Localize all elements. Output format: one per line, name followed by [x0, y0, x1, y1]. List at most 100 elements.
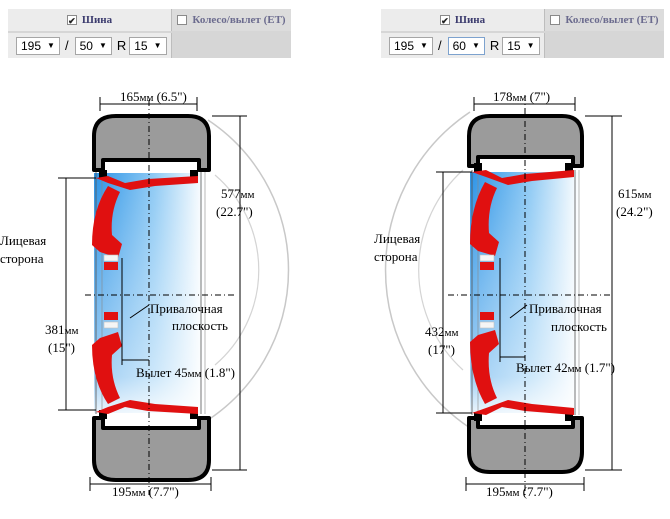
right-tab-wheel[interactable]: Колесо/вылет (ET) [545, 9, 664, 31]
chevron-down-icon: ▼ [47, 41, 55, 50]
right-tire-top [467, 114, 584, 168]
right-bead [565, 163, 573, 172]
left-tab-tire[interactable]: ✔ Шина [8, 9, 172, 31]
left-wheel-checkbox[interactable] [177, 15, 188, 25]
left-tire-panel: ✔ Шина Колесо/вылет (ET) 195 ▼ / 50 ▼ R … [8, 9, 291, 58]
chevron-down-icon: ▼ [98, 41, 107, 50]
left-hub [104, 312, 118, 320]
right-diameter-label: 615мм [618, 186, 651, 201]
right-tab-wheel-label: Колесо/вылет (ET) [565, 14, 659, 26]
left-rim-top [96, 176, 198, 190]
left-width-value: 195 [21, 38, 42, 53]
right-tabs: ✔ Шина Колесо/вылет (ET) [381, 9, 664, 32]
right-tire-panel: ✔ Шина Колесо/вылет (ET) 195 ▼ / 60 ▼ R … [381, 9, 664, 58]
right-profile-select[interactable]: 60 ▼ [447, 36, 485, 55]
right-face-label-2: сторона [374, 249, 418, 264]
left-top-width-label: 165мм (6.5") [120, 89, 187, 104]
left-hub [103, 321, 119, 329]
right-mount-label-2: плоскость [551, 319, 607, 334]
right-hub [479, 254, 495, 262]
right-size-row: 195 ▼ / 60 ▼ R 15 ▼ [381, 33, 545, 58]
left-rim-bottom [96, 400, 198, 414]
left-tire-bottom [92, 416, 211, 482]
left-bottom-width-label: 195мм (7.7") [112, 484, 179, 499]
chevron-down-icon: ▼ [526, 41, 535, 50]
left-mount-label-1: Привалочная [150, 301, 223, 316]
left-bead [190, 170, 198, 179]
right-hub [480, 312, 494, 320]
right-face-label-1: Лицевая [374, 231, 420, 246]
left-slash: / [64, 38, 69, 53]
left-hub [104, 262, 118, 270]
right-bead [565, 412, 573, 421]
right-rim-diam-in-label: (17") [428, 342, 455, 357]
right-rim-value: 15 [507, 38, 521, 53]
right-mount-label-1: Привалочная [529, 301, 602, 316]
right-hub [480, 262, 494, 270]
left-mount-pointer [129, 304, 150, 319]
right-tab-tire[interactable]: ✔ Шина [381, 9, 545, 31]
left-face-label-1: Лицевая [0, 233, 46, 248]
left-tab-wheel[interactable]: Колесо/вылет (ET) [172, 9, 291, 31]
left-tab-tire-label: Шина [81, 14, 113, 26]
right-width-select[interactable]: 195 ▼ [389, 36, 433, 55]
chevron-down-icon: ▼ [471, 41, 480, 50]
right-wheel-checkbox[interactable] [550, 15, 561, 25]
left-dimensions [58, 97, 247, 491]
right-rim-outline-arc [418, 169, 464, 371]
right-rim-bottom [472, 400, 574, 415]
left-width-select[interactable]: 195 ▼ [16, 36, 60, 55]
left-rim-diam-label: 381мм [45, 322, 78, 337]
right-diameter-in-label: (24.2") [616, 204, 653, 219]
right-slash: / [437, 38, 442, 53]
left-offset-label: Вылет 45мм (1.8") [136, 365, 235, 380]
right-rim-spoke-top [470, 182, 499, 256]
right-rim-spoke-bottom [470, 330, 499, 404]
right-mount-pointer [509, 304, 528, 319]
left-profile-select[interactable]: 50 ▼ [74, 36, 112, 55]
left-tire-top [92, 114, 211, 172]
left-bead [190, 410, 198, 419]
left-tire-checkbox[interactable]: ✔ [66, 15, 77, 26]
left-rim-outline-arc [214, 174, 260, 366]
left-bead [99, 410, 107, 419]
chevron-down-icon: ▼ [420, 41, 428, 50]
right-tire-outline-arc [384, 111, 471, 429]
right-hub [479, 321, 495, 329]
chevron-down-icon: ▼ [153, 41, 162, 50]
right-tab-tire-label: Шина [454, 14, 486, 26]
right-wheel [448, 95, 610, 495]
left-face-label-2: сторона [0, 251, 44, 266]
left-wheel [85, 100, 235, 495]
left-diameter-label: 577мм [221, 186, 254, 201]
right-bead [474, 163, 482, 172]
left-size-row: 195 ▼ / 50 ▼ R 15 ▼ [8, 33, 172, 58]
left-tire-outline-arc [207, 119, 290, 421]
left-rim-value: 15 [134, 38, 148, 53]
right-bottom-width-label: 195мм (7.7") [486, 484, 553, 499]
left-hub [103, 254, 119, 262]
right-bead [474, 412, 482, 421]
right-top-width-label: 178мм (7") [493, 89, 550, 104]
left-mount-label-2: плоскость [172, 318, 228, 333]
left-rim-diam-in-label: (15") [48, 340, 75, 355]
left-rim-select[interactable]: 15 ▼ [129, 36, 167, 55]
left-rim-spoke-top [92, 186, 122, 258]
left-r-label: R [116, 38, 127, 53]
left-rim-spoke-bottom [92, 332, 122, 404]
right-tire-checkbox[interactable]: ✔ [439, 15, 450, 26]
right-rim-top [472, 170, 574, 185]
right-width-value: 195 [394, 38, 415, 53]
left-bead [99, 170, 107, 179]
left-tab-wheel-label: Колесо/вылет (ET) [192, 14, 286, 26]
right-rim-diam-label: 432мм [425, 324, 458, 339]
right-rim-select[interactable]: 15 ▼ [502, 36, 540, 55]
right-tire-bottom [467, 416, 584, 474]
right-offset-label: Вылет 42мм (1.7") [516, 360, 615, 375]
left-diameter-in-label: (22.7") [216, 204, 253, 219]
left-tabs: ✔ Шина Колесо/вылет (ET) [8, 9, 291, 32]
right-dimensions [436, 97, 622, 491]
left-profile-value: 50 [79, 38, 93, 53]
right-r-label: R [489, 38, 500, 53]
